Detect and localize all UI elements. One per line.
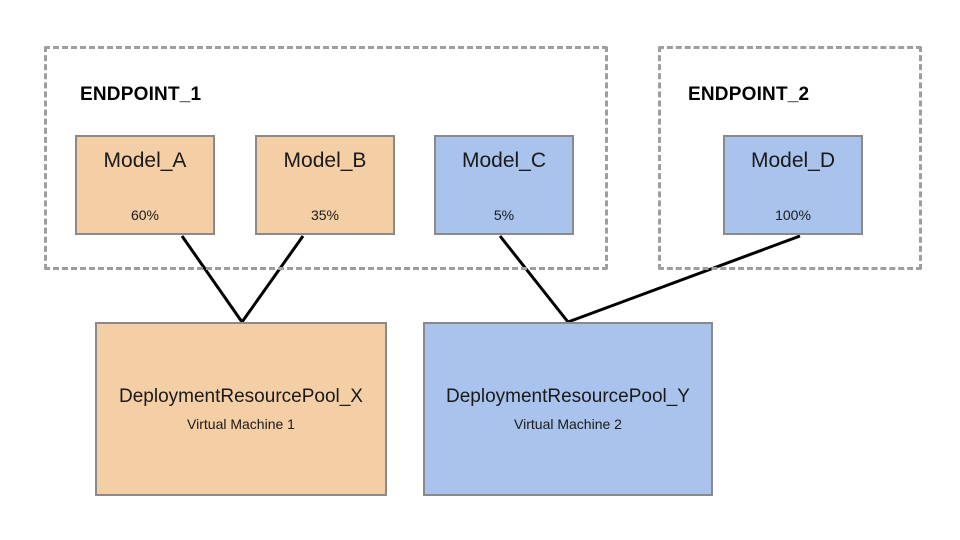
model-node-d-percent: 100% — [775, 207, 811, 223]
resource-pool-node-y-subtitle: Virtual Machine 2 — [514, 415, 622, 432]
model-node-d-title: Model_D — [750, 149, 836, 172]
model-node-c-title: Model_C — [461, 149, 547, 172]
endpoint-group-1[interactable] — [44, 46, 608, 270]
model-node-b-title: Model_B — [283, 149, 367, 172]
resource-pool-node-y-title: DeploymentResourcePool_Y — [446, 385, 690, 407]
model-node-b-percent: 35% — [310, 207, 340, 223]
endpoint-group-2[interactable] — [658, 46, 922, 270]
model-node-d[interactable]: Model_D 100% — [723, 135, 863, 235]
model-node-c-percent: 5% — [493, 207, 515, 223]
endpoint-group-2-label: ENDPOINT_2 — [688, 84, 810, 105]
model-node-a-title: Model_A — [103, 149, 187, 172]
resource-pool-node-x-subtitle: Virtual Machine 1 — [187, 415, 295, 432]
resource-pool-node-y[interactable]: DeploymentResourcePool_Y Virtual Machine… — [423, 322, 713, 496]
endpoint-group-1-label: ENDPOINT_1 — [80, 84, 202, 105]
resource-pool-node-x-title: DeploymentResourcePool_X — [119, 385, 363, 407]
model-node-b[interactable]: Model_B 35% — [255, 135, 395, 235]
model-node-c[interactable]: Model_C 5% — [434, 135, 574, 235]
resource-pool-node-x[interactable]: DeploymentResourcePool_X Virtual Machine… — [95, 322, 387, 496]
model-node-a[interactable]: Model_A 60% — [75, 135, 215, 235]
model-node-a-percent: 60% — [130, 207, 160, 223]
